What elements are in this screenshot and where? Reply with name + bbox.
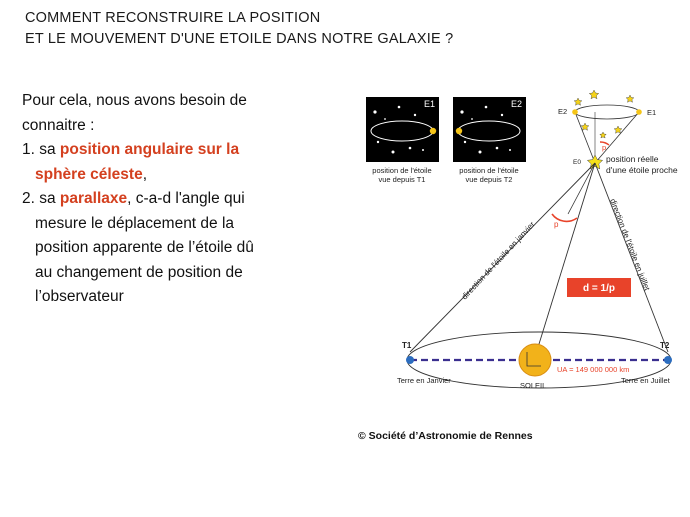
star-e1 (636, 109, 642, 115)
earth-january-icon (406, 356, 414, 364)
au-label: UA = 149 000 000 km (557, 365, 629, 374)
slide-title: COMMENT RECONSTRUIRE LA POSITION ET LE M… (25, 8, 453, 50)
item1-highlight: position angulaire sur la (59, 141, 240, 158)
nearby-star-icon (586, 154, 604, 170)
inset-view-t1: E1 position de l'étoile vue depuis T1 (366, 97, 439, 184)
earth-july-label: Terre en Juillet (621, 376, 671, 385)
body-text: Pour cela, nous avons besoin de connaitr… (22, 89, 322, 310)
parallax-diagram: E1 position de l'étoile vue depuis T1 E2… (366, 90, 678, 390)
sightline-july (594, 162, 669, 353)
earth-july-icon (664, 356, 672, 364)
image-credit: © Société d’Astronomie de Rennes (358, 430, 533, 442)
real-position-line-2: d'une étoile proche (606, 165, 678, 175)
list-item-2: 2. sa parallaxe, c-a-d l'angle qui (22, 187, 322, 212)
label-e1: E1 (647, 108, 656, 117)
decorative-stars (573, 90, 635, 139)
label-p-left: p (554, 220, 559, 229)
inset-2-star-e2 (455, 127, 463, 135)
inset-2-caption-1: position de l'étoile (459, 166, 518, 175)
inset-1-background (366, 97, 439, 162)
list-item-2-line-3: position apparente de l’étoile dû (35, 239, 254, 256)
label-p-top: p (602, 143, 606, 152)
label-e0: E0 (573, 159, 581, 166)
intro-line-1: Pour cela, nous avons besoin de (22, 92, 247, 109)
item1-prefix: 1. sa (22, 141, 60, 158)
item2-highlight: parallaxe (59, 190, 128, 207)
parallax-arc-left (551, 213, 578, 223)
sun-icon (518, 343, 552, 377)
title-line-2: ET LE MOUVEMENT D'UNE ETOILE DANS NOTRE … (25, 31, 454, 47)
list-item-2-line-4: au changement de position de (35, 263, 243, 281)
inset-2-caption-2: vue depuis T2 (466, 175, 513, 184)
inset-1-caption-1: position de l'étoile (372, 166, 431, 175)
item1-suffix: , (142, 165, 148, 183)
direction-january-label: direction de l'étoile en janvier (460, 220, 537, 302)
item2-suffix: , c-a-d l'angle qui (127, 190, 245, 207)
list-item-1-cont: sphère céleste, (22, 163, 322, 188)
inset-1-caption-2: vue depuis T1 (379, 175, 426, 184)
sky-ellipse (574, 104, 640, 120)
sky-cone: E2 E1 p (558, 90, 656, 164)
label-t2: T2 (660, 341, 670, 350)
parallax-arc-top (599, 141, 610, 146)
item1-highlight-2: sphère céleste (35, 165, 143, 183)
list-item-1: 1. sa position angulaire sur la (22, 138, 322, 163)
list-item-2-line-5: l’observateur (35, 288, 124, 305)
sightline-parallel (567, 162, 596, 215)
sightline-january (409, 162, 596, 353)
sun-label: SOLEIL (520, 381, 546, 390)
inset-view-t2: E2 position de l'étoile vue depuis T2 (453, 97, 526, 184)
distance-formula-box (567, 278, 631, 297)
inset-2-background (453, 97, 526, 162)
inset-1-background-stars (373, 105, 424, 154)
distance-formula: d = 1/p (583, 283, 615, 294)
right-angle-marker (526, 352, 541, 367)
inset-1-star-e1 (429, 127, 437, 135)
inset-2-background-stars (460, 105, 511, 154)
item2-prefix: 2. sa (22, 190, 60, 207)
inset-2-label: E2 (511, 99, 522, 109)
label-e2: E2 (558, 107, 567, 116)
earth-january-label: Terre en Janvier (397, 376, 451, 385)
label-t1: T1 (402, 341, 412, 350)
sightline-sun (534, 162, 596, 358)
intro-line-2: connaitre : (22, 116, 95, 134)
inset-1-label: E1 (424, 99, 435, 109)
real-position-line-1: position réelle (606, 154, 659, 164)
list-item-2-line-2: mesure le déplacement de la (35, 214, 235, 232)
title-line-1: COMMENT RECONSTRUIRE LA POSITION (25, 10, 321, 26)
star-e2 (572, 109, 578, 115)
